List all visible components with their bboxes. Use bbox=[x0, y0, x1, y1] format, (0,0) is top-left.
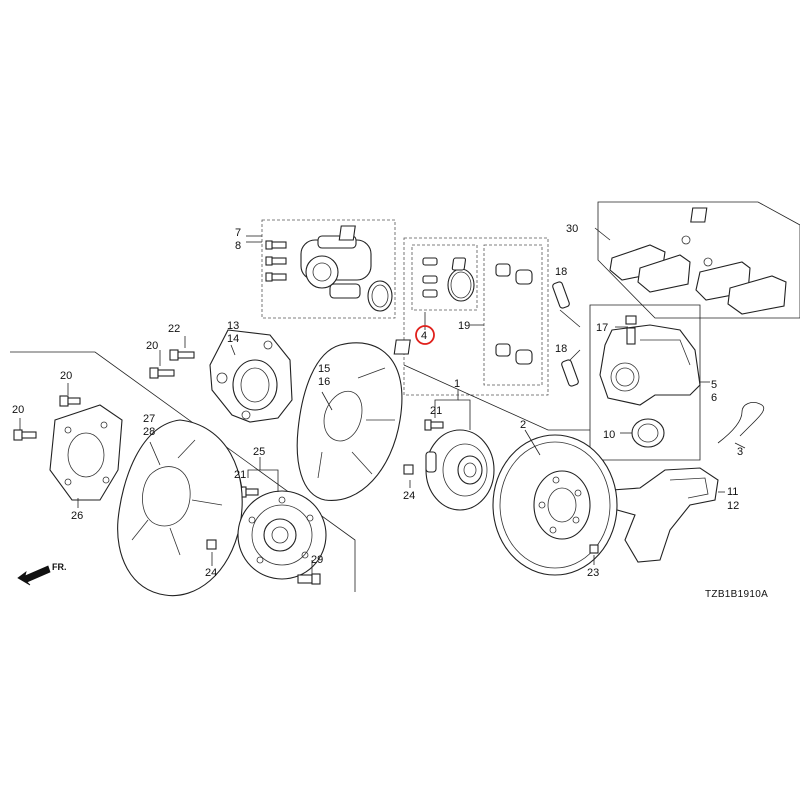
callout-20-upper[interactable]: 20 bbox=[146, 340, 158, 352]
hub-bearing-left bbox=[237, 490, 327, 580]
callout-18-lower[interactable]: 18 bbox=[555, 343, 567, 355]
caliper-body bbox=[599, 315, 701, 406]
group-frame-motor bbox=[261, 219, 396, 319]
callout-1[interactable]: 1 bbox=[454, 378, 460, 390]
callout-15[interactable]: 15 bbox=[318, 363, 330, 375]
group-frame-pin-set bbox=[411, 244, 478, 311]
brake-rotor bbox=[492, 434, 618, 576]
callout-13[interactable]: 13 bbox=[227, 320, 239, 332]
nut-24-right bbox=[403, 464, 414, 475]
highlight-ring bbox=[415, 325, 435, 345]
callout-25[interactable]: 25 bbox=[253, 446, 265, 458]
callout-24-left[interactable]: 24 bbox=[205, 567, 217, 579]
screw-23 bbox=[589, 544, 599, 554]
hub-bolt-right bbox=[424, 419, 444, 431]
bolt-20-middle bbox=[59, 395, 81, 407]
hub-bearing-right bbox=[425, 429, 495, 511]
callout-21-right[interactable]: 21 bbox=[430, 405, 442, 417]
diagram-code: TZB1B1910A bbox=[705, 589, 768, 600]
callout-12[interactable]: 12 bbox=[727, 500, 739, 512]
callout-7[interactable]: 7 bbox=[235, 227, 241, 239]
caliper-motor-assembly bbox=[265, 225, 393, 312]
caliper-bracket bbox=[609, 467, 719, 563]
callout-27[interactable]: 27 bbox=[143, 413, 155, 425]
pin-set-parts bbox=[393, 257, 475, 355]
bolt-20-upper bbox=[149, 367, 175, 379]
knuckle bbox=[209, 329, 293, 423]
callout-24-right[interactable]: 24 bbox=[403, 490, 415, 502]
callout-22[interactable]: 22 bbox=[168, 323, 180, 335]
callout-20-middle[interactable]: 20 bbox=[60, 370, 72, 382]
knuckle-plate bbox=[49, 404, 123, 501]
callout-14[interactable]: 14 bbox=[227, 333, 239, 345]
bolt-22 bbox=[169, 349, 195, 361]
bolt-29 bbox=[297, 573, 321, 585]
group-frame-pad-set bbox=[597, 201, 800, 319]
callout-19[interactable]: 19 bbox=[458, 320, 470, 332]
group-frame-caliper bbox=[589, 304, 701, 461]
callout-8[interactable]: 8 bbox=[235, 240, 241, 252]
group-frame-boot-set bbox=[483, 244, 543, 386]
callout-20-lower[interactable]: 20 bbox=[12, 404, 24, 416]
assembly-boundary-line-2 bbox=[403, 364, 590, 431]
callout-6[interactable]: 6 bbox=[711, 392, 717, 404]
callout-23[interactable]: 23 bbox=[587, 567, 599, 579]
callout-26[interactable]: 26 bbox=[71, 510, 83, 522]
callout-17[interactable]: 17 bbox=[596, 322, 608, 334]
callout-21-left[interactable]: 21 bbox=[234, 469, 246, 481]
front-direction-label: FR. bbox=[52, 562, 67, 572]
slide-pin-upper bbox=[552, 281, 570, 309]
piston-seal bbox=[631, 418, 665, 448]
callout-4[interactable]: 4 bbox=[421, 330, 427, 342]
front-direction-arrow: FR. bbox=[17, 562, 67, 586]
motor-bolt bbox=[265, 256, 287, 266]
callout-3[interactable]: 3 bbox=[737, 446, 743, 458]
brake-wire bbox=[717, 402, 765, 444]
leader-lines bbox=[19, 227, 746, 574]
callout-11[interactable]: 11 bbox=[727, 486, 738, 498]
brake-pad-set bbox=[609, 207, 787, 315]
callout-29[interactable]: 29 bbox=[311, 554, 323, 566]
nut-24-left bbox=[206, 539, 217, 550]
boot-set-parts bbox=[451, 257, 533, 365]
callout-5[interactable]: 5 bbox=[711, 379, 717, 391]
callout-18-upper[interactable]: 18 bbox=[555, 266, 567, 278]
motor-bolt bbox=[265, 272, 287, 282]
callout-30[interactable]: 30 bbox=[566, 223, 578, 235]
callout-16[interactable]: 16 bbox=[318, 376, 330, 388]
splash-shield-left bbox=[117, 419, 243, 597]
callout-28[interactable]: 28 bbox=[143, 426, 155, 438]
splash-shield-right bbox=[296, 342, 403, 501]
motor-bolt bbox=[265, 240, 287, 250]
bolt-20-lower bbox=[13, 429, 37, 441]
slide-pin-lower bbox=[561, 359, 579, 387]
callout-10[interactable]: 10 bbox=[603, 429, 615, 441]
callout-2[interactable]: 2 bbox=[520, 419, 526, 431]
